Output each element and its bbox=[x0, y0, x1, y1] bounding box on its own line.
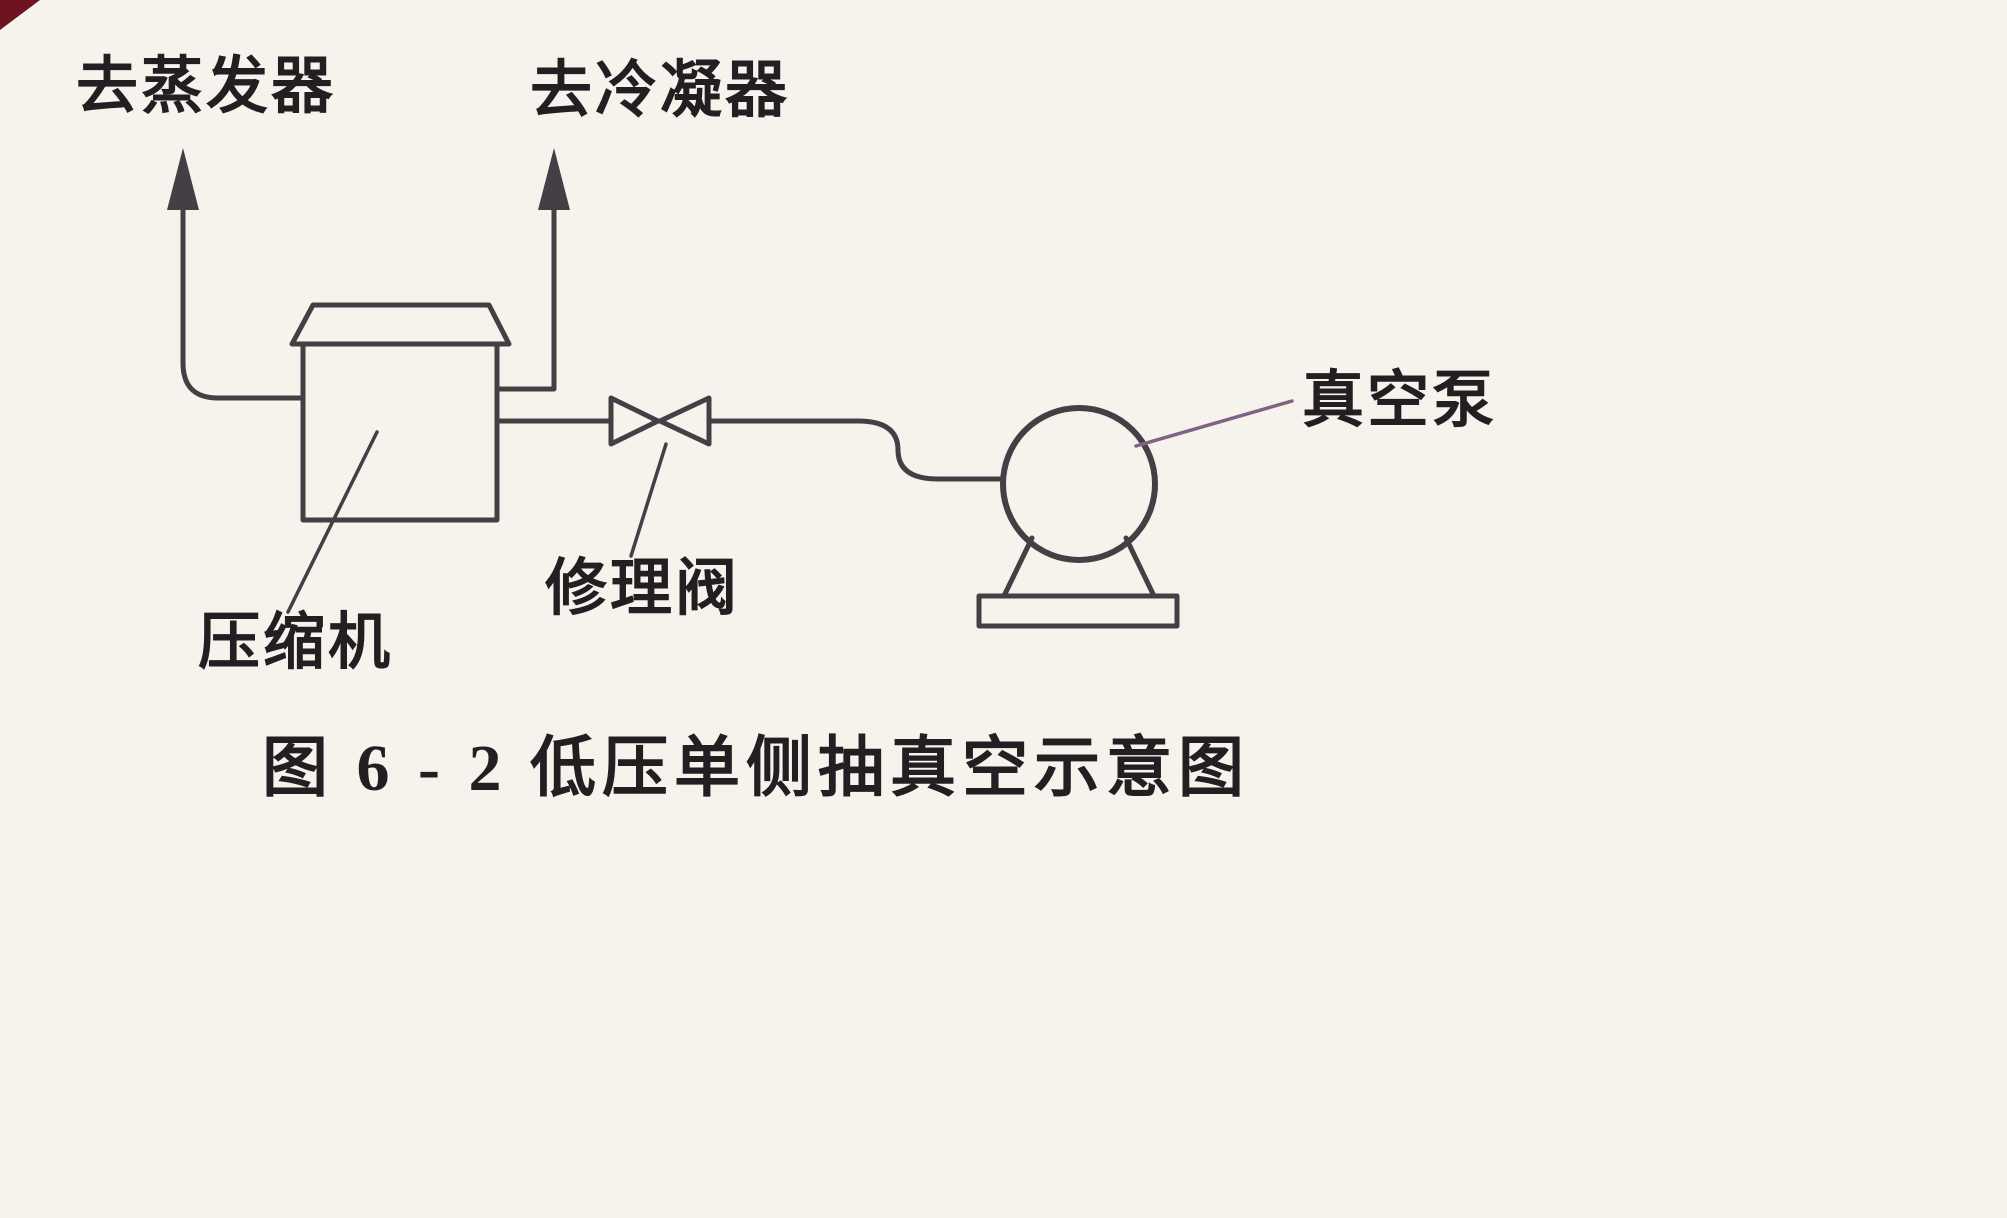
valve-to-pump-line bbox=[706, 418, 1007, 482]
valve-right-triangle-icon bbox=[657, 395, 712, 447]
label-compressor: 压缩机 bbox=[198, 609, 394, 677]
vacuum-pump-leader-line bbox=[1134, 399, 1294, 448]
label-vacuum-pump: 真空泵 bbox=[1302, 367, 1498, 435]
compressor-body-shape bbox=[300, 341, 500, 523]
pump-stand-left-leg bbox=[1001, 535, 1035, 599]
valve-left-triangle-icon bbox=[608, 395, 661, 447]
evaporator-pipe-line bbox=[180, 203, 306, 401]
service-valve-leader-line bbox=[629, 442, 668, 558]
figure-caption: 图 6 - 2 低压单侧抽真空示意图 bbox=[262, 732, 1250, 805]
condenser-pipe-line bbox=[494, 203, 557, 392]
evaporator-arrow-icon bbox=[167, 148, 199, 210]
label-service-valve: 修理阀 bbox=[545, 555, 741, 623]
vacuum-pump-circle-icon bbox=[1000, 405, 1158, 563]
scan-corner-artifact bbox=[0, 0, 40, 30]
pump-base-plate bbox=[976, 593, 1180, 629]
pump-stand-right-leg bbox=[1123, 535, 1157, 599]
label-to-condenser: 去冷凝器 bbox=[530, 57, 791, 125]
compressor-leader-line bbox=[286, 430, 379, 614]
compressor-lid-shape bbox=[289, 302, 512, 347]
condenser-arrow-icon bbox=[538, 148, 570, 210]
label-to-evaporator: 去蒸发器 bbox=[76, 53, 337, 121]
